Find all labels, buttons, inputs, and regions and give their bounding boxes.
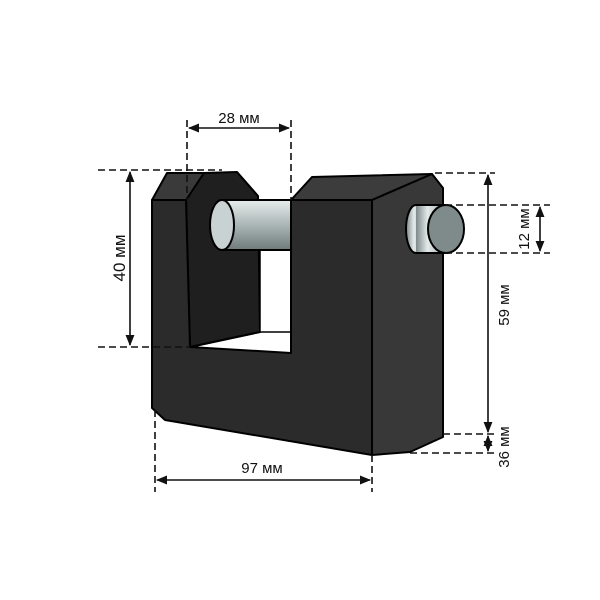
shackle-rod — [209, 199, 293, 251]
dim-shackle-gap: 28 мм — [218, 110, 259, 127]
dimension-lines — [98, 120, 550, 492]
shackle-window — [259, 249, 292, 333]
dim-shackle-height: 40 мм — [110, 234, 129, 281]
dim-body-width: 97 мм — [241, 460, 282, 477]
padlock — [151, 171, 465, 456]
body-front-face — [151, 199, 373, 456]
shackle-slot-inner-face — [185, 171, 261, 348]
dim-body-height: 59 мм — [496, 284, 513, 325]
dim-bottom-offset: 36 мм — [496, 426, 513, 467]
locking-pin — [405, 204, 465, 254]
dim-pin-diameter: 12 мм — [516, 208, 533, 249]
